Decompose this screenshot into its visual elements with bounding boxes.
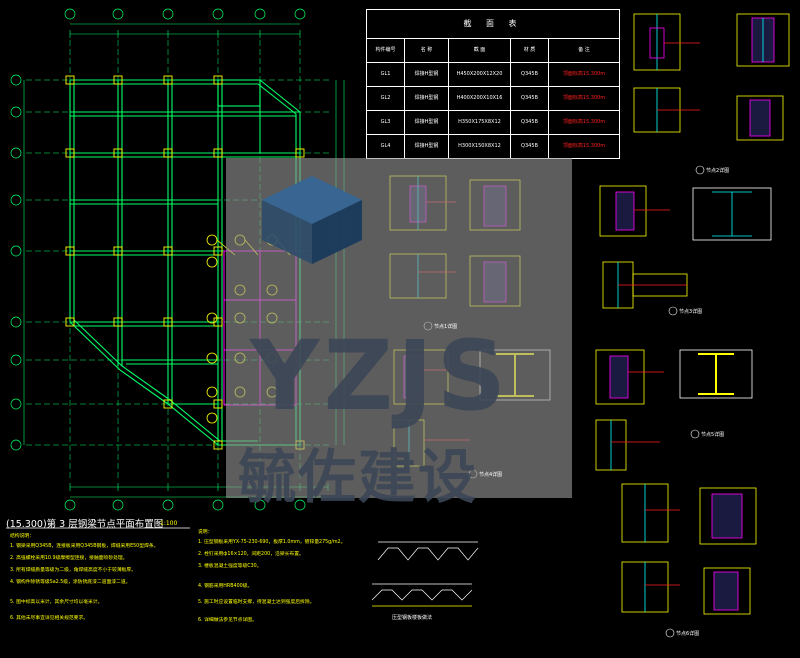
note2-line: 1. 压型钢板采用YX-75-230-690，板厚1.0mm，镀锌量275g/m… [198,540,346,545]
table-row: GL2 焊接H型钢 H400X200X10X16 Q345B 顶面标高15.30… [367,86,619,111]
watermark-text-cn: 毓佐建设 [238,443,479,511]
note2-line: 3. 楼板混凝土强度等级C30。 [198,564,262,569]
note2-line: 4. 钢筋采用HRB400级。 [198,584,253,589]
notes-header: 结构说明： [10,534,34,539]
table-cell: GL2 [367,86,405,110]
table-row: GL3 焊接H型钢 H350X175X8X12 Q345B 顶面标高15.300… [367,110,619,135]
note-line: 5. 图中标高以米计，其余尺寸均以毫米计。 [10,600,103,605]
table-cell: H450X200X12X20 [449,62,511,86]
table-cell: Q345B [511,110,549,134]
table-cell: 焊接H型钢 [405,86,449,110]
note-line: 6. 其他未尽事宜详见相关规范要求。 [10,616,89,621]
section-table: 截 面 表 构件编号 名 称 截 面 材 质 备 注 GL1 焊接H型钢 H45… [366,9,620,159]
note-line: 4. 钢构件除锈等级Sa2.5级，涂防锈底漆二道面漆二道。 [10,580,131,585]
detail-label: 节点5详图 [701,432,725,438]
table-cell: Q345B [511,134,549,158]
table-row: GL4 焊接H型钢 H300X150X8X12 Q345B 顶面标高15.300… [367,134,619,158]
table-cell: 顶面标高15.300m [562,119,606,125]
detail-label: 节点3详图 [679,309,703,315]
table-row: GL1 焊接H型钢 H450X200X12X20 Q345B 顶面标高15.30… [367,62,619,87]
note2-line: 2. 栓钉采用ф16×120，间距200，沿梁长布置。 [198,552,304,557]
watermark-text: YZJS [250,320,510,432]
detail-label: 节点4详图 [479,472,503,478]
table-cell: 顶面标高15.300m [562,143,606,149]
header-cell: 构件编号 [367,38,405,62]
section-label: 压型钢板楼板做法 [392,615,433,621]
table-cell: GL3 [367,110,405,134]
detail-label: 节点1详图 [434,324,458,330]
table-cell: 焊接H型钢 [405,62,449,86]
header-cell: 备 注 [578,47,590,53]
table-cell: Q345B [511,86,549,110]
table-cell: H350X175X8X12 [449,110,511,134]
table-cell: 顶面标高15.300m [562,71,606,77]
note-line: 3. 所有焊缝质量等级为二级，角焊缝高度不小于较薄板厚。 [10,568,137,573]
table-cell: Q345B [511,62,549,86]
detail-label: 节点2详图 [706,168,730,174]
section-table-header-row: 构件编号 名 称 截 面 材 质 备 注 [367,38,619,63]
note2-line: 5. 施工时应设置临时支撑，待混凝土达到强度后拆除。 [198,600,315,605]
table-cell: H400X200X10X16 [449,86,511,110]
header-cell: 材 质 [511,38,549,62]
plan-scale: 1:100 [160,520,178,527]
table-cell: 顶面标高15.300m [562,95,606,101]
detail-label: 节点6详图 [676,631,700,637]
table-cell: H300X150X8X12 [449,134,511,158]
notes2-header: 说明： [198,530,213,535]
header-cell: 名 称 [405,38,449,62]
table-cell: GL1 [367,62,405,86]
note-line: 1. 钢梁采用Q345B，连接板采用Q345B钢板，焊缝采用E50型焊条。 [10,544,159,549]
table-cell: 焊接H型钢 [405,134,449,158]
note2-line: 6. 详细做法参见节点详图。 [198,618,257,623]
header-cell: 截 面 [449,38,511,62]
section-table-title: 截 面 表 [367,10,619,39]
table-cell: GL4 [367,134,405,158]
table-cell: 焊接H型钢 [405,110,449,134]
note-line: 2. 高强螺栓采用10.9级摩擦型连接，接触面喷砂处理。 [10,556,128,561]
plan-title: (15.300)第 3 层钢梁节点平面布置图 [6,519,164,530]
